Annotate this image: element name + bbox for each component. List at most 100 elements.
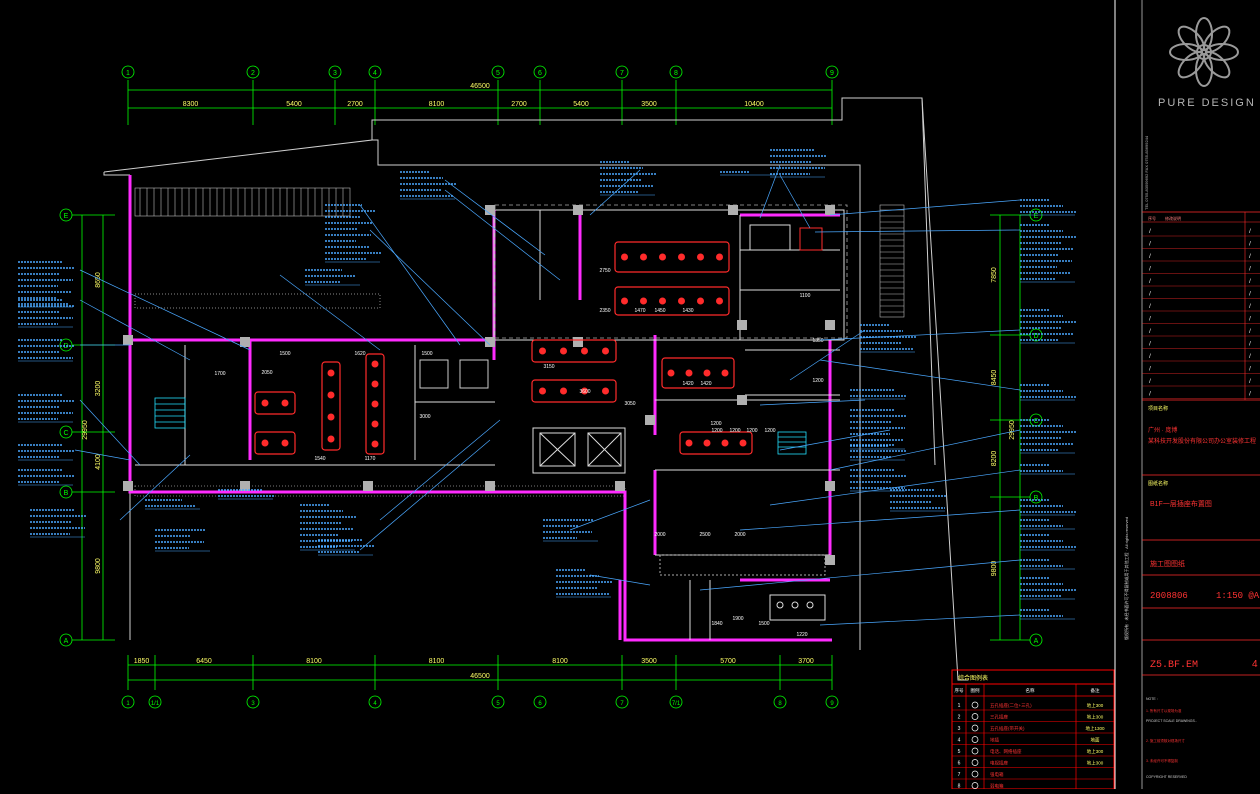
dim-right-total: 29950 [1009,420,1016,440]
grid-bubble-right [1029,328,1043,342]
legend-header: 名称 [1026,687,1035,694]
grid-bubble-top [669,65,683,79]
legend-row-name: 五孔插座(二位+三孔) [990,702,1032,709]
logo-text: PURE DESIGN [1158,97,1256,109]
dim-bottom-segment: 3700 [798,658,814,665]
counter [659,554,826,576]
svg-text:3. 未经许可不得复制: 3. 未经许可不得复制 [1146,758,1178,763]
workstation-chair [697,253,704,261]
room-dimension: 1220 [796,632,807,638]
revision-cell: / [1149,229,1151,235]
revision-cell: / [1149,392,1151,398]
room-dimension: 1200 [812,378,823,384]
legend-symbol-icon [971,770,979,778]
grid-bubble-top [615,65,629,79]
workstation-chair [721,439,729,447]
dim-top-segment: 8300 [183,101,199,108]
leader-line [569,499,651,531]
grid-bubble-top [825,65,839,79]
logo-petal [1177,25,1205,53]
grid-label-bottom: 5 [496,701,500,707]
revision-table: 序号修改说明//////////////////////////// [1142,212,1260,400]
revision-cell: / [1149,367,1151,373]
structural-column [825,205,835,215]
room-dimension: 1500 [421,351,432,357]
svg-text:COPYRIGHT RESERVED: COPYRIGHT RESERVED [1146,775,1187,779]
dim-top-segment: 5400 [286,101,302,108]
workstation-chair [327,391,335,399]
room-dimension: 1620 [354,351,365,357]
grid-label-right: D [1033,333,1038,340]
grid-bubble-bottom [148,695,162,709]
workstation-chair [371,360,379,368]
legend-symbol-icon [971,713,979,720]
columns [123,205,835,565]
grid-label-top: 1 [126,70,130,77]
grid-bubble-right [1029,490,1043,504]
grid-label-right: C [1033,418,1038,425]
workstation-chair [640,297,647,305]
workstation-chair [716,253,723,261]
legend-row-note: 地面 [1091,737,1100,744]
desk-cluster [254,391,296,415]
dim-top-segment: 2700 [347,101,363,108]
chair [791,601,799,609]
leader-line [739,509,1021,531]
grid-bubble-top [491,65,505,79]
legend-row-number: 1 [958,703,961,709]
revision-cell: / [1249,267,1251,273]
workstation-chair [721,369,729,377]
drawing-title: B1F一层插座布置图 [1150,499,1212,508]
dim-left-total: 29950 [82,420,89,440]
revision-cell: / [1149,342,1151,348]
grid-bubble-left [59,425,73,439]
room-dimension: 1840 [711,621,722,627]
room-dimension: 1500 [279,351,290,357]
legend-row-name: 弱电箱 [990,783,1004,790]
legend-row-name: 三孔插座 [990,714,1008,721]
grid-label-bottom: 8 [778,701,782,707]
grid-label-top: 7 [620,70,624,77]
room-dimension: 1350 [812,338,823,344]
dim-left-segment: 3200 [95,381,102,397]
workstation-chair [739,439,747,447]
leader-line [769,469,1021,506]
dim-top-segment: 5400 [573,101,589,108]
leader-line [359,204,461,346]
revision-cell: / [1249,279,1251,285]
sofa-set [419,359,449,389]
room-dimension: 3000 [419,414,430,420]
revision-cell: / [1149,304,1151,310]
leader-line [779,429,891,451]
stair-hatch [134,187,351,217]
workstation-chair [621,297,628,305]
revision-cell: / [1149,267,1151,273]
legend-row-note: 地上300 [1087,714,1104,720]
desk-cluster [614,286,730,316]
structural-column [363,481,373,491]
revision-cell: / [1149,317,1151,323]
revision-cell: / [1249,254,1251,260]
workstation-chair [640,253,647,261]
grid-label-top: 6 [538,70,542,77]
top-dimension-chain: 4650018300254003270048100527006540073500… [121,65,839,125]
grid-bubble-top [121,65,135,79]
meeting-table [799,227,823,251]
revision-cell: / [1249,292,1251,298]
dim-bottom-segment: 5700 [720,658,736,665]
grid-bubble-top [368,65,382,79]
svg-text:版权所有 · 未经书面许可不得复制或用于其他工程 · All: 版权所有 · 未经书面许可不得复制或用于其他工程 · All rights re… [1123,517,1129,640]
svg-text:1. 所有尺寸以现场为准: 1. 所有尺寸以现场为准 [1146,708,1182,713]
legend-row-number: 8 [958,784,961,790]
room-dimension: 1540 [314,456,325,462]
legend-row-note: 地上300 [1087,760,1104,766]
workstation-chair [621,253,628,261]
drawing-date: 2008806 [1150,591,1188,601]
desk-cluster [321,361,341,451]
grid-bubble-bottom [669,695,683,709]
grid-label-top: 9 [830,70,834,77]
logo-center [1196,44,1212,60]
legend-symbol-icon [971,736,979,743]
structural-column [240,337,250,347]
workstation-chair [371,440,379,448]
